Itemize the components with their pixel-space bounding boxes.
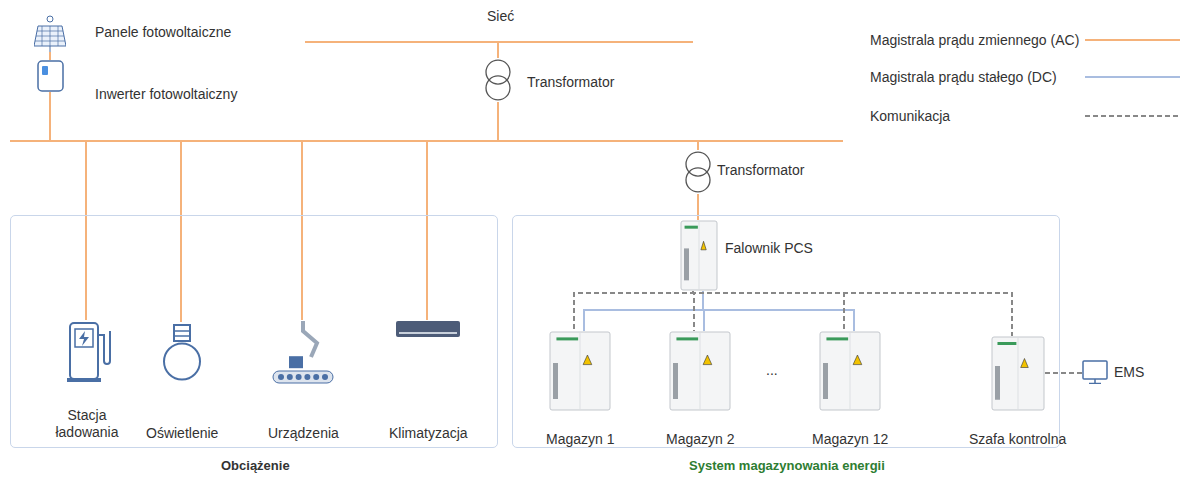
group-panel: ObciążenieStacja ładowaniaOświetlenieUrz… xyxy=(10,215,498,448)
component-node: Magazyn 2 xyxy=(669,331,731,411)
group-heading: Obciążenie xyxy=(221,457,290,474)
component-node: Magazyn 1 xyxy=(549,331,611,411)
node-label: EMS xyxy=(1114,364,1144,381)
component-node: EMS xyxy=(1082,360,1108,384)
component-node: Urządzenia xyxy=(271,321,335,385)
monitor-icon xyxy=(1082,360,1108,384)
pcs-icon xyxy=(680,220,718,291)
component-node: Szafa kontrolna xyxy=(991,336,1045,411)
legend-text: Magistrala prądu stałego (DC) xyxy=(870,69,1057,86)
node-label: Szafa kontrolna xyxy=(969,431,1066,448)
ac-wire xyxy=(426,141,428,320)
component-node: Oświetlenie xyxy=(161,323,203,385)
comm-connector xyxy=(574,291,693,331)
grid-label: Sieć xyxy=(487,8,514,25)
robot-icon xyxy=(271,321,335,385)
trafo-icon xyxy=(485,58,511,102)
node-label: Magazyn 1 xyxy=(546,431,614,448)
dc-connector xyxy=(703,291,854,331)
node-label: Stacja ładowania xyxy=(47,407,127,441)
ac-wire xyxy=(497,42,499,58)
component-node: Stacja ładowania xyxy=(67,321,111,383)
group-heading: System magazynowania energii xyxy=(689,457,885,474)
ac-wire xyxy=(49,92,51,141)
node-label: Inwerter fotowoltaiczny xyxy=(95,86,237,103)
node-label: Urządzenia xyxy=(268,425,339,442)
component-node: Panele fotowoltaiczne xyxy=(34,14,66,52)
comm-connector xyxy=(1045,372,1082,374)
ac-wire xyxy=(85,141,87,320)
legend-text: Magistrala prądu zmiennego (AC) xyxy=(870,32,1079,49)
node-label: Oświetlenie xyxy=(146,425,218,442)
ellipsis-label: ... xyxy=(766,362,778,379)
ac-wire xyxy=(697,141,699,150)
component-node: Klimatyzacja xyxy=(396,321,460,337)
comm-connector xyxy=(693,291,694,331)
ctrl-icon xyxy=(991,336,1045,411)
component-node: Magazyn 12 xyxy=(819,331,881,411)
store-icon xyxy=(669,331,731,411)
component-node: Inwerter fotowoltaiczny xyxy=(37,60,64,92)
component-node: Transformator xyxy=(485,58,511,102)
comm-connector xyxy=(693,291,1012,336)
legend-comm-sample xyxy=(1085,115,1180,117)
ac-connector xyxy=(697,194,699,220)
ac-wire xyxy=(180,141,182,322)
component-node: Falownik PCS xyxy=(680,220,718,291)
node-label: Transformator xyxy=(717,162,804,179)
ac-wire xyxy=(301,141,303,320)
store-icon xyxy=(819,331,881,411)
node-label: Transformator xyxy=(527,74,614,91)
node-label: Magazyn 12 xyxy=(812,431,888,448)
legend-text: Komunikacja xyxy=(870,108,950,125)
legend-ac-sample xyxy=(1085,39,1180,41)
comm-connector xyxy=(693,291,844,331)
legend-dc-sample xyxy=(1085,76,1180,78)
group-panel: System magazynowania energiiFalownik PCS… xyxy=(512,215,1060,448)
dc-connector xyxy=(584,291,703,331)
bulb-icon xyxy=(161,323,203,385)
solar-icon xyxy=(34,14,66,52)
ac-wire xyxy=(497,102,499,141)
inverter-icon xyxy=(37,60,64,92)
node-label: Falownik PCS xyxy=(725,240,813,257)
ac-connector xyxy=(49,52,51,60)
trafo-icon xyxy=(685,150,711,194)
node-label: Panele fotowoltaiczne xyxy=(95,24,231,41)
ac-icon xyxy=(396,321,460,337)
component-node: Transformator xyxy=(685,150,711,194)
charger-icon xyxy=(67,321,111,383)
node-label: Klimatyzacja xyxy=(389,425,468,442)
store-icon xyxy=(549,331,611,411)
node-label: Magazyn 2 xyxy=(666,431,734,448)
